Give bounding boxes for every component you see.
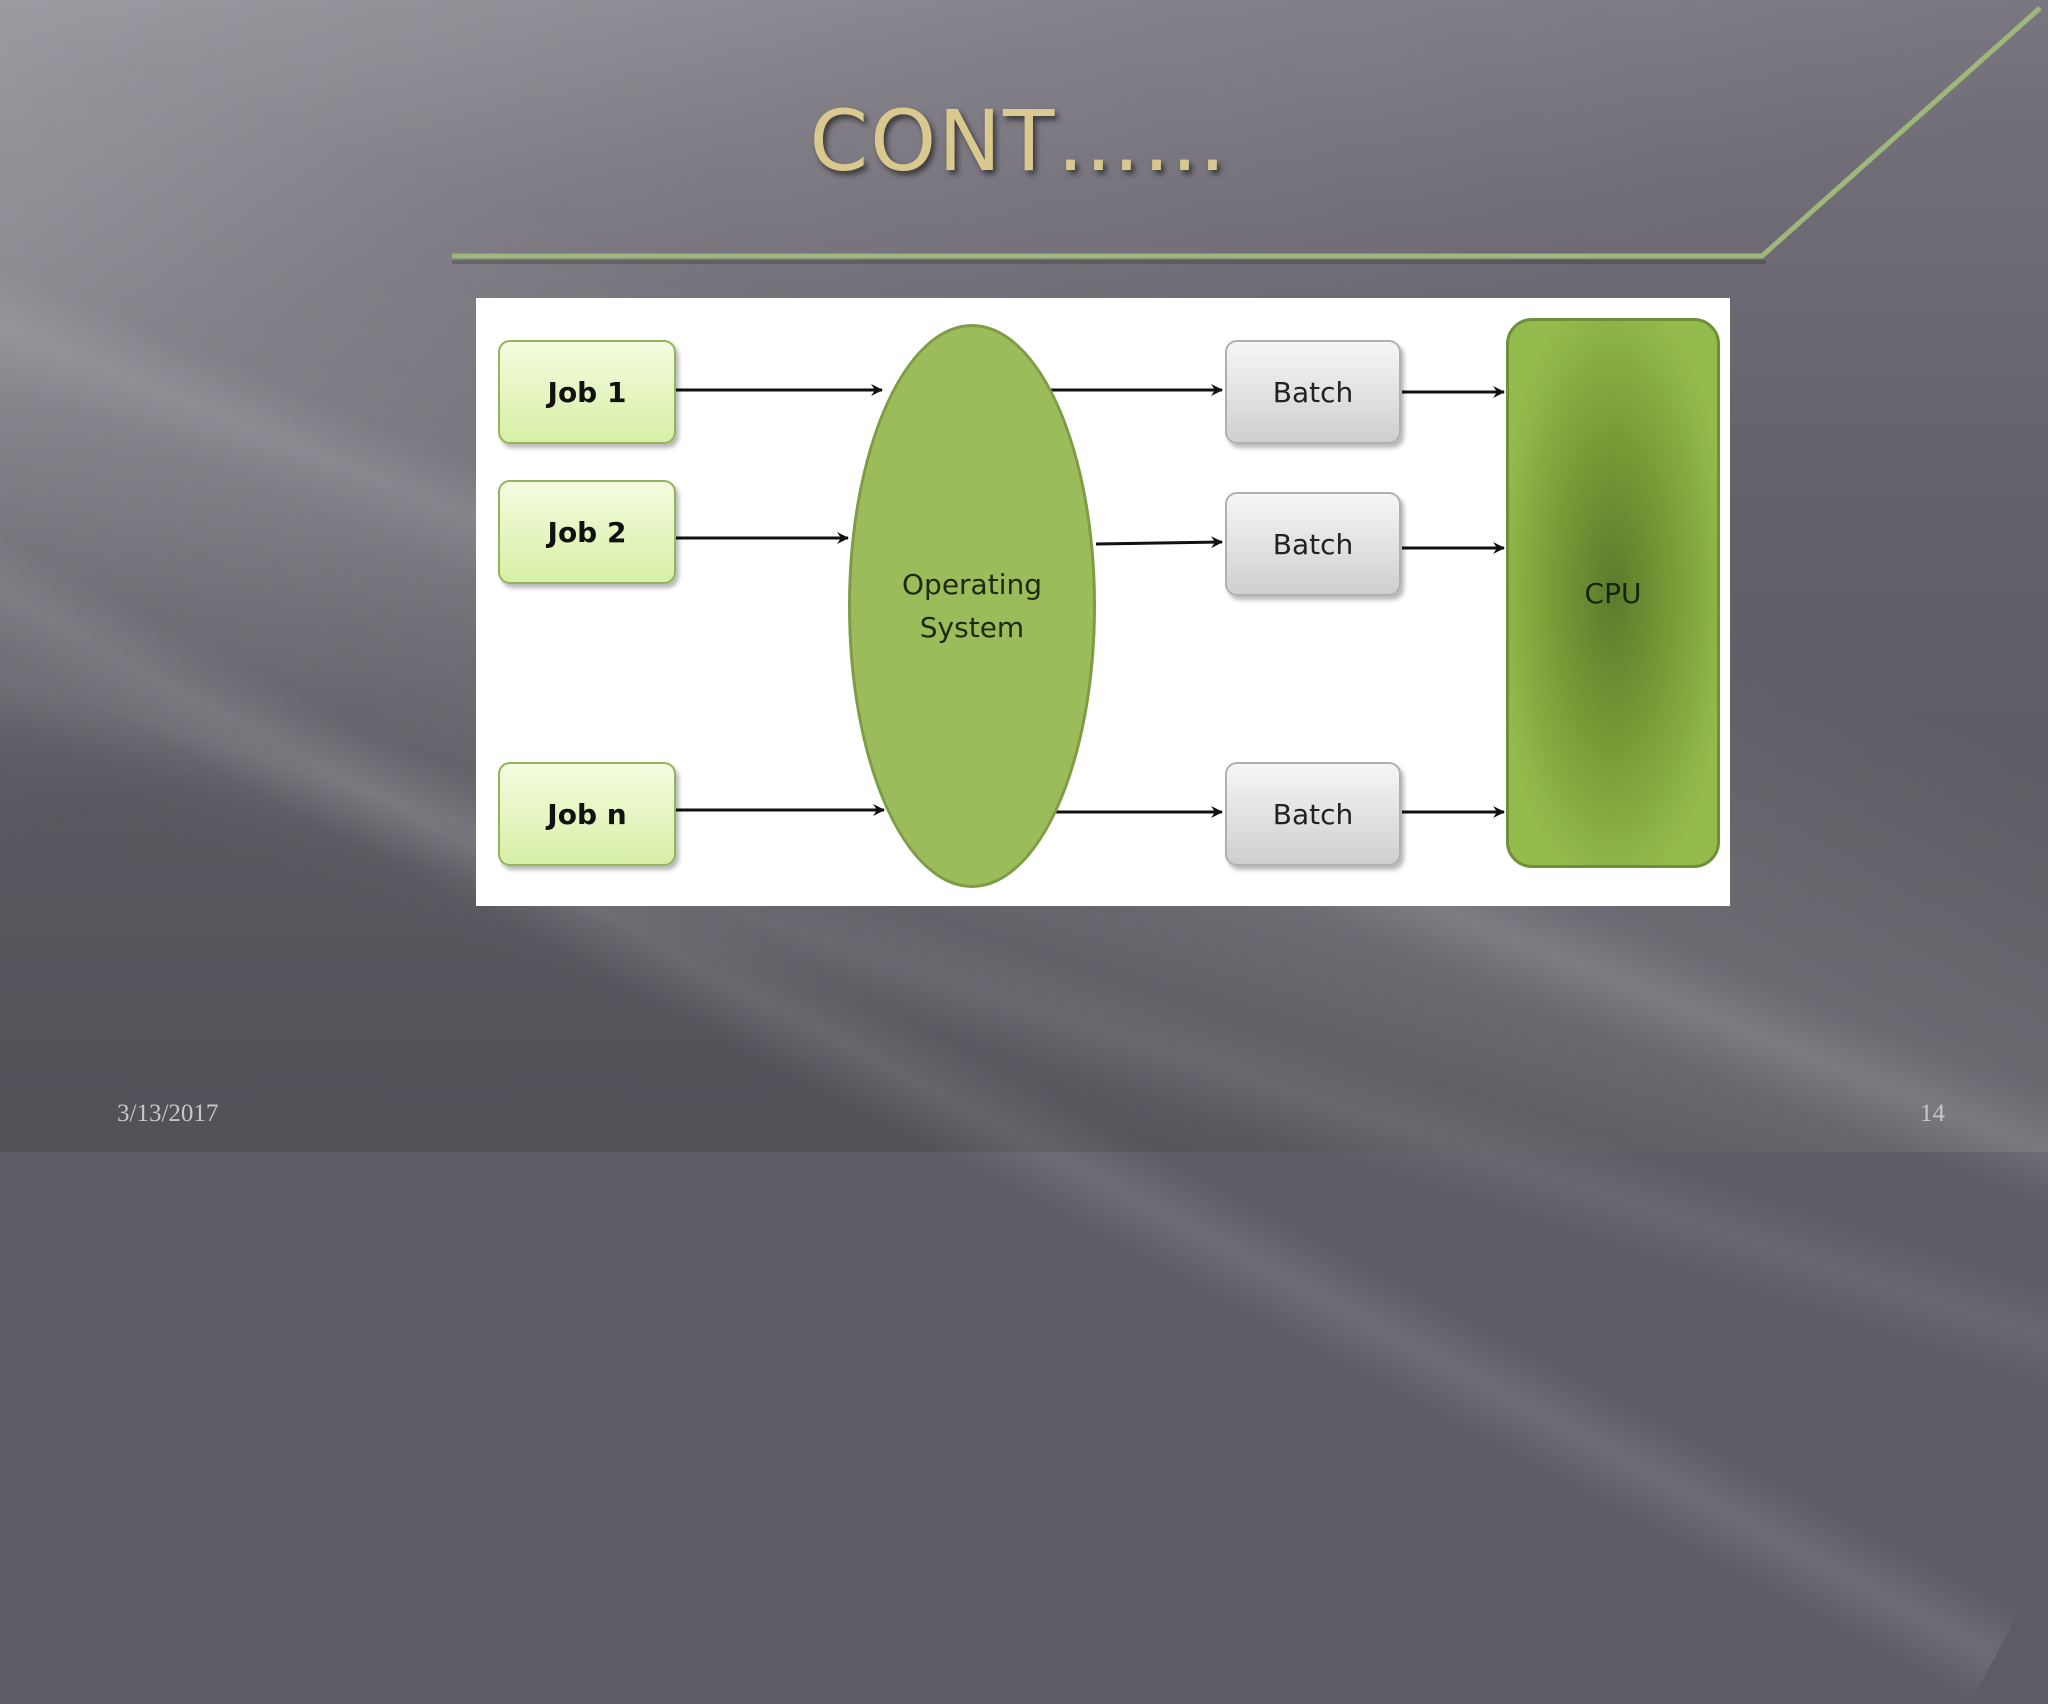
diagram-arrows bbox=[674, 384, 1505, 818]
batch-2-box: Batch bbox=[1225, 492, 1401, 596]
batch-2-label: Batch bbox=[1272, 527, 1354, 561]
cpu-label: CPU bbox=[1584, 576, 1642, 610]
job-2-label: Job 2 bbox=[547, 515, 627, 549]
cpu-box: CPU bbox=[1506, 318, 1720, 868]
batch-3-box: Batch bbox=[1225, 762, 1401, 866]
batch-1-label: Batch bbox=[1272, 375, 1354, 409]
arrow-os-to-batch2 bbox=[1095, 536, 1223, 549]
title-accent-line bbox=[452, 6, 2042, 264]
job-1-label: Job 1 bbox=[547, 375, 627, 409]
slide-page-number: 14 bbox=[1920, 1100, 1945, 1127]
operating-system-ellipse: Operating System bbox=[848, 324, 1096, 888]
os-label-line2: System bbox=[919, 611, 1025, 644]
slide-title: CONT…… bbox=[809, 92, 1229, 190]
os-label-line1: Operating bbox=[902, 568, 1042, 601]
batch-1-box: Batch bbox=[1225, 340, 1401, 444]
job-n-box: Job n bbox=[498, 762, 676, 866]
job-2-box: Job 2 bbox=[498, 480, 676, 584]
batch-3-label: Batch bbox=[1272, 797, 1354, 831]
job-n-label: Job n bbox=[547, 797, 627, 831]
batch-processing-diagram: Job 1 Job 2 Job n Operating System Batch… bbox=[476, 298, 1730, 906]
job-1-box: Job 1 bbox=[498, 340, 676, 444]
slide-date: 3/13/2017 bbox=[117, 1100, 219, 1127]
